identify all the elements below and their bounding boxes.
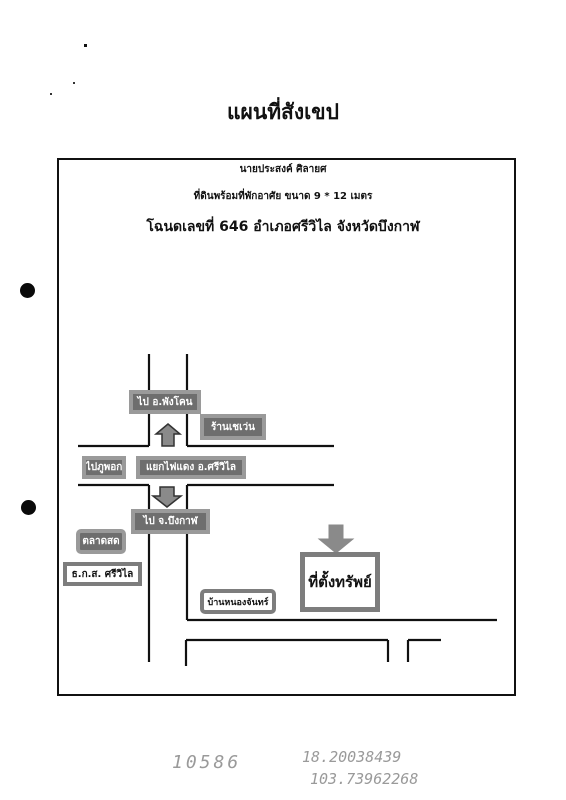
page-title: แผนที่สังเขป: [227, 99, 339, 124]
deed-info: โฉนดเลขที่ 646 อำเภอศรีวิไล จังหวัดบึงกา…: [146, 219, 420, 235]
label-ban-nong-chan: บ้านหนองจันทร์: [200, 589, 276, 614]
label-to-phon-charoen: ไป อ.พังโคน: [129, 390, 201, 414]
land-description: ที่ดินพร้อมที่พักอาศัย ขนาด 9 * 12 เมตร: [193, 191, 373, 202]
map-frame: [57, 158, 516, 696]
label-fresh-market: ตลาดสด: [76, 529, 126, 554]
arrow-down-icon: [150, 486, 184, 508]
label-baac-srivilai: ธ.ก.ส. ศรีวิไล: [63, 562, 142, 586]
arrow-up-icon: [153, 423, 183, 447]
label-srivilai-intersection: แยกไฟแดง อ.ศรีวิไล: [136, 456, 246, 479]
label-to-bueng-kan: ไป จ.บึงกาฬ: [131, 509, 210, 534]
scan-speck: [50, 93, 52, 95]
owner-name: นายประสงค์ ศิลายศ: [239, 164, 327, 175]
scan-speck: [84, 44, 87, 47]
property-arrow-icon: [317, 524, 355, 554]
scan-speck: [73, 82, 75, 84]
handwritten-ref-number: 10586: [172, 752, 242, 773]
handwritten-latitude: 18.20038439: [302, 748, 402, 766]
punch-hole-bottom: [21, 500, 36, 515]
label-to-phu-phok: ไปภูพอก: [82, 456, 126, 479]
label-property-location: ที่ตั้งทรัพย์: [300, 552, 380, 612]
label-chaewan-shop: ร้านเชเว่น: [200, 414, 266, 440]
punch-hole-top: [20, 283, 35, 298]
handwritten-longitude: 103.73962268: [310, 770, 419, 788]
